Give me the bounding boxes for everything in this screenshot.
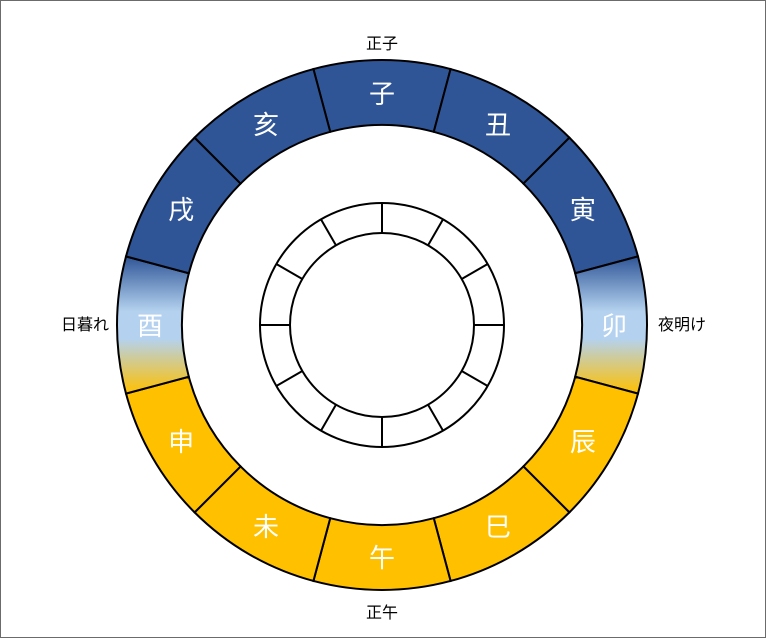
branch-label: 酉 bbox=[137, 312, 163, 342]
branch-label: 子 bbox=[369, 80, 395, 110]
outer-ring bbox=[116, 59, 648, 591]
dial-tick bbox=[275, 263, 303, 280]
branch-label: 辰 bbox=[570, 428, 596, 458]
dial-tick bbox=[320, 404, 337, 432]
branch-label: 戌 bbox=[168, 196, 194, 226]
dial-tick bbox=[320, 218, 337, 246]
branch-label: 申 bbox=[168, 428, 194, 458]
ring-segment-12 bbox=[193, 67, 332, 185]
dial-tick bbox=[427, 404, 444, 432]
branch-label: 午 bbox=[369, 544, 395, 574]
label-noon: 正午 bbox=[366, 603, 398, 622]
inner-dial bbox=[259, 202, 505, 448]
branch-label: 巳 bbox=[485, 513, 511, 543]
label-midnight: 正子 bbox=[366, 34, 398, 53]
branch-label: 未 bbox=[253, 513, 279, 543]
branch-label: 卯 bbox=[601, 312, 627, 342]
dial-tick bbox=[427, 218, 444, 246]
branch-label: 亥 bbox=[253, 111, 279, 141]
branch-label: 寅 bbox=[570, 196, 596, 226]
branch-label: 丑 bbox=[485, 111, 511, 141]
label-dusk: 日暮れ bbox=[61, 315, 109, 334]
dial-tick bbox=[275, 370, 303, 387]
dial-tick bbox=[461, 263, 489, 280]
dial-tick bbox=[461, 370, 489, 387]
label-dawn: 夜明け bbox=[658, 315, 706, 334]
dial-inner-circle bbox=[289, 232, 475, 418]
